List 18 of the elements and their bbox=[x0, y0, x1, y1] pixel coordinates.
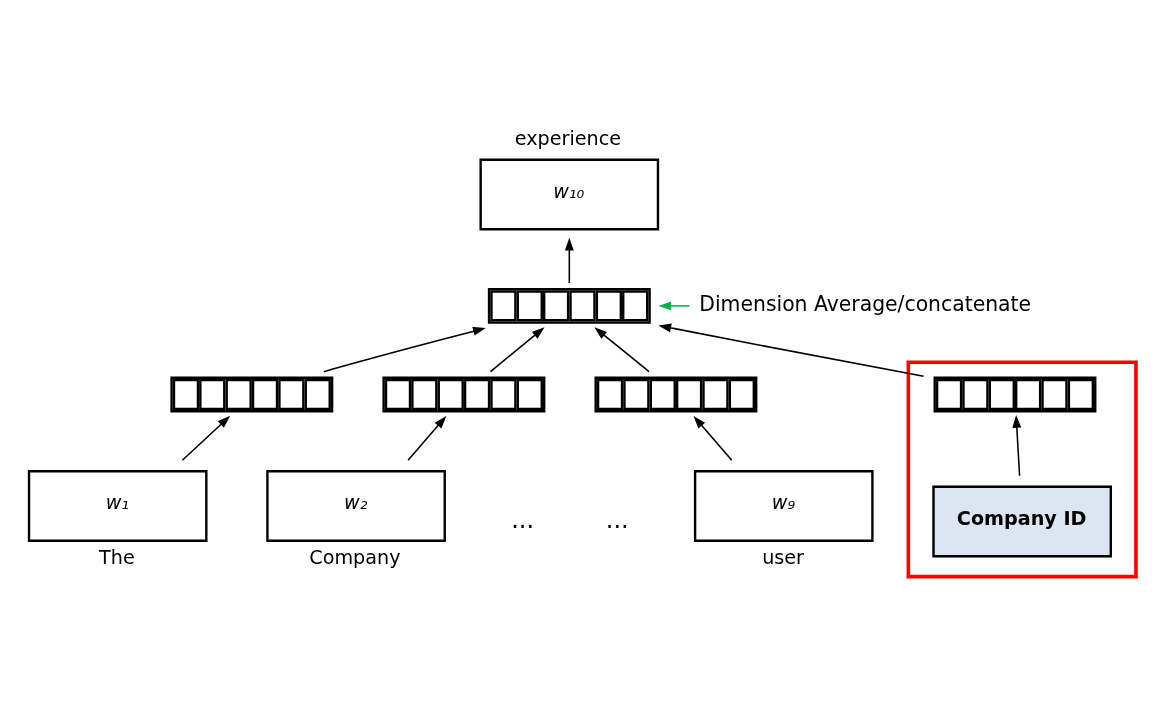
node-text: Dimension Average/concatenate bbox=[699, 291, 1032, 316]
node-label: user bbox=[762, 546, 804, 570]
arrow bbox=[658, 323, 925, 378]
arrow bbox=[594, 327, 650, 373]
arrow bbox=[1012, 415, 1022, 477]
arrow bbox=[564, 237, 574, 284]
node-label: Company bbox=[309, 546, 401, 570]
arrow bbox=[407, 415, 447, 461]
arrow bbox=[693, 415, 733, 461]
cluster bbox=[906, 360, 1138, 579]
label: ... bbox=[605, 505, 629, 534]
arrow bbox=[181, 415, 231, 461]
arrow bbox=[658, 301, 691, 311]
label: ... bbox=[511, 505, 535, 534]
node-label: experience bbox=[514, 127, 621, 151]
arrow bbox=[489, 327, 545, 373]
arrow bbox=[323, 326, 486, 373]
node-label: The bbox=[99, 546, 135, 570]
